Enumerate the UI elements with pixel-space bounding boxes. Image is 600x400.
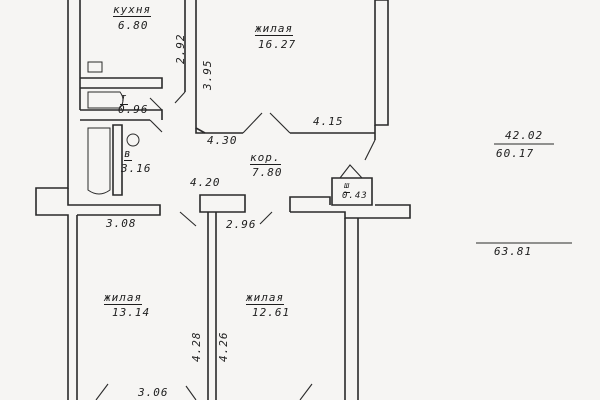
window-left-bottom	[95, 383, 109, 400]
kitchen-name: кухня	[113, 3, 152, 17]
toilet-name: в	[124, 147, 132, 161]
corridor-wall-mid	[199, 194, 246, 213]
right-bedroom-right-wall	[344, 218, 359, 400]
closet-door	[339, 164, 363, 179]
window-right-bottom	[299, 383, 313, 400]
door-kitchen	[174, 91, 186, 104]
dim-306: 3.06	[138, 386, 169, 399]
door-top-left	[242, 112, 263, 134]
bedroom-partition	[207, 212, 217, 400]
toilet-walls	[112, 124, 123, 196]
living-right-area: 12.61	[252, 306, 291, 319]
bath-area: 0.96	[118, 103, 149, 116]
dim-308: 3.08	[106, 217, 137, 230]
dim-415: 4.15	[313, 115, 344, 128]
door-right-bedroom	[259, 211, 273, 225]
kitchen-sink	[87, 61, 103, 73]
dim-296: 2.96	[226, 218, 257, 231]
closet-walls	[331, 177, 373, 206]
grand-total-area: 63.81	[494, 245, 533, 258]
shower-tray	[87, 127, 111, 195]
living-right-name: жилая	[246, 291, 285, 305]
door-bath	[149, 97, 163, 111]
toilet-area: 3.16	[121, 162, 152, 175]
toilet-bowl	[126, 133, 140, 147]
dim-420: 4.20	[190, 176, 221, 189]
dim-430: 4.30	[207, 134, 238, 147]
outer-wall-top-right	[374, 0, 389, 126]
closet-name: ш	[344, 181, 351, 193]
total-area: 60.17	[496, 147, 535, 160]
living-left-name: жилая	[104, 291, 143, 305]
bath-name: т	[120, 91, 128, 105]
corridor-wall-left	[67, 188, 161, 216]
corridor-name: кор.	[250, 151, 281, 165]
kitchen-area: 6.80	[118, 19, 149, 32]
living-top-area: 16.27	[258, 38, 297, 51]
dim-428: 4.28	[190, 331, 203, 363]
door-top-right	[269, 112, 291, 134]
bathtub	[87, 91, 124, 109]
corridor-wall-right	[289, 196, 411, 219]
kitchen-bottom-wall	[80, 77, 163, 89]
dim-395: 3.95	[201, 59, 214, 91]
living-left-area: 13.14	[112, 306, 151, 319]
corridor-area: 7.80	[252, 166, 283, 179]
door-living-top-right	[364, 139, 376, 161]
outer-wall-left	[35, 0, 69, 400]
living-top-name: жилая	[255, 22, 294, 36]
dim-292: 2.92	[174, 33, 187, 65]
top-living-bottom-wall	[195, 125, 376, 140]
window-mid-bottom	[185, 385, 197, 400]
living-area-total: 42.02	[505, 129, 544, 142]
closet-area: 0.43	[342, 191, 368, 201]
dim-426: 4.26	[217, 331, 230, 363]
door-toilet	[149, 119, 163, 133]
door-left-bedroom	[179, 211, 197, 227]
